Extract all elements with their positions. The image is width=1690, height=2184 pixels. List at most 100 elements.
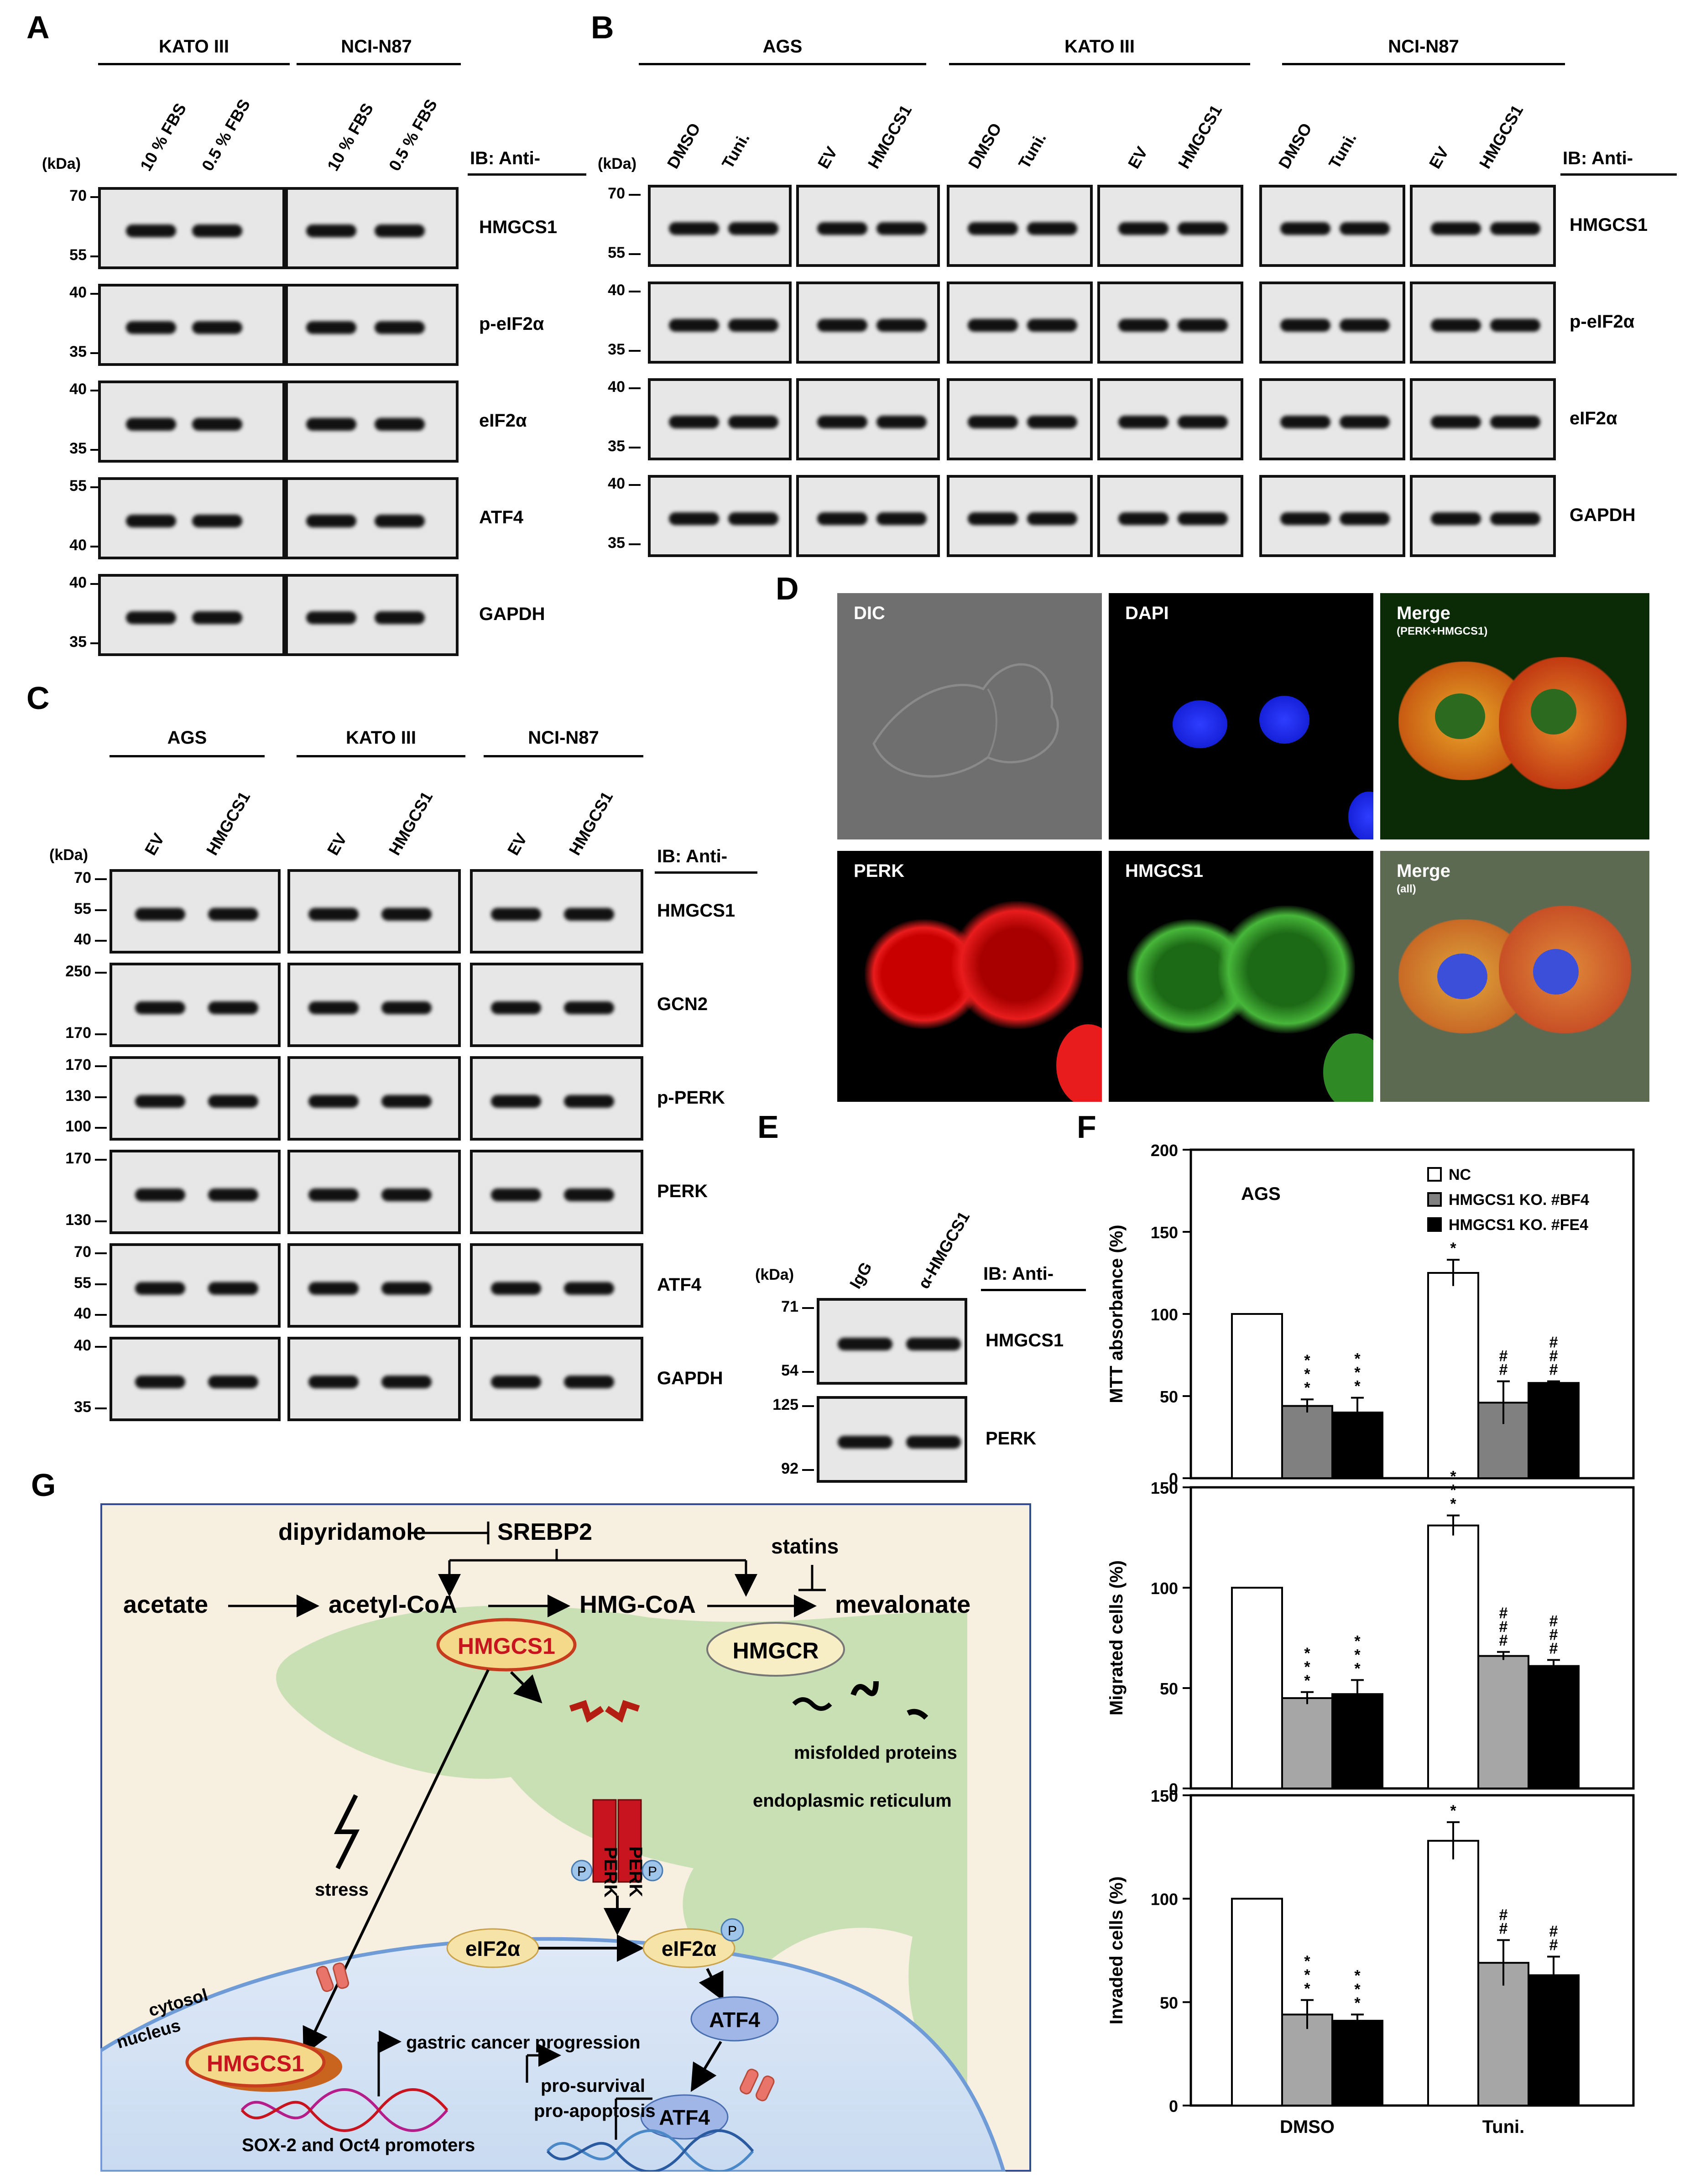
protein-band [1490,512,1540,525]
mw-marker: 170 [65,1150,91,1167]
ib-label: IB: Anti- [657,846,728,866]
protein-band [728,222,778,235]
lane-label: α-HMGCS1 [914,1208,974,1292]
hmgcr-enzyme-label: HMGCR [733,1638,819,1663]
dic-cell-outline [872,663,1059,778]
significance-mark: # [1549,1626,1558,1643]
mw-tick [90,486,102,488]
significance-mark: * [1304,1953,1310,1970]
tile-label: DAPI [1125,603,1169,623]
mw-marker: 250 [65,963,91,980]
nucleus-blob [1259,696,1309,744]
lane-label: Tuni. [1325,129,1360,172]
blot-strip [470,869,643,954]
svg-text:eIF2α: eIF2α [465,1937,520,1960]
mw-marker: 40 [608,475,625,492]
plot-frame [1189,1794,1635,2107]
blot-strip [285,187,459,269]
significance-mark: * [1450,1496,1456,1513]
lane-label: HMGCS1 [1475,101,1527,172]
mw-marker: 55 [608,244,625,261]
bar [1528,1382,1580,1480]
blot-strip [110,1150,281,1234]
group-underline [1282,63,1565,65]
bar [1231,1313,1283,1479]
mw-tick [629,447,641,448]
group-header: AGS [167,728,207,748]
bar [1231,1587,1283,1789]
nucleus-blob [1173,700,1227,748]
antibody-label: PERK [986,1428,1037,1449]
mw-marker: 40 [74,931,91,948]
blot-strip [470,1150,643,1234]
protein-band [491,907,541,921]
nucleus-region [1435,693,1485,739]
mw-tick [802,1469,814,1471]
group-header: KATO III [1064,36,1135,57]
protein-band [669,416,719,428]
mw-tick [95,1065,107,1067]
protein-band [375,611,425,624]
tile-label: HMGCS1 [1125,861,1204,881]
stress-label: stress [315,1880,369,1900]
mw-tick [95,1252,107,1254]
merge-perk-hmgcs1-image: Merge (PERK+HMGCS1) [1380,593,1649,839]
protein-band [817,416,867,428]
blot-strip [648,378,792,460]
pro-survival-label: pro-survival [541,2076,645,2096]
significance-mark: * [1354,1350,1361,1368]
protein-band [208,1001,258,1014]
svg-text:P: P [648,1864,657,1879]
significance-mark: * [1354,1967,1361,1985]
y-tick-label: 200 [1151,1141,1178,1160]
mw-marker: 71 [781,1298,798,1315]
ib-underline [655,871,757,874]
lane-label: HMGCS1 [385,788,437,859]
protein-band [308,1001,359,1014]
x-category-label: DMSO [1280,2117,1335,2137]
mw-tick [629,253,641,255]
mw-tick [95,1033,107,1035]
nucleus-blob [1437,954,1487,999]
significance-mark: * [1450,1482,1456,1499]
protein-band [1280,512,1330,525]
nucleus-region [1531,689,1576,735]
panel-label-d: D [776,571,799,606]
mw-tick [95,972,107,974]
protein-band [817,512,867,525]
protein-band [126,224,176,237]
protein-band [1118,512,1168,525]
protein-band [135,1375,185,1388]
protein-band [876,222,927,235]
significance-mark: * [1354,1364,1361,1381]
protein-band [968,416,1018,428]
protein-band [192,321,242,334]
progression-label: gastric cancer progression [406,2033,641,2053]
protein-band [306,224,356,237]
antibody-label: p-eIF2α [479,314,544,334]
blot-strip [648,475,792,557]
protein-band [208,907,258,921]
protein-band [669,222,719,235]
mw-marker: 40 [74,1305,91,1322]
blot-strip [1259,281,1405,364]
blot-strip [110,1056,281,1141]
mw-tick [95,1159,107,1161]
svg-text:PERK: PERK [600,1847,621,1897]
mw-tick [629,194,641,196]
lane-label: Tuni. [1014,129,1050,172]
lane-label: HMGCS1 [565,788,617,859]
protein-band [208,1282,258,1295]
blot-strip [817,1396,967,1483]
mw-marker: 100 [65,1118,91,1135]
protein-band [208,1188,258,1201]
hmgcs1-nuclear-translocation-arrow [303,1669,490,2056]
kda-label: (kDa) [755,1266,794,1283]
panel-label-f: F [1077,1109,1096,1145]
protein-band [308,1282,359,1295]
blot-strip [470,1337,643,1421]
protein-band [135,1001,185,1014]
protein-band [728,319,778,332]
protein-band [1431,416,1481,428]
mw-marker: 55 [69,246,87,264]
